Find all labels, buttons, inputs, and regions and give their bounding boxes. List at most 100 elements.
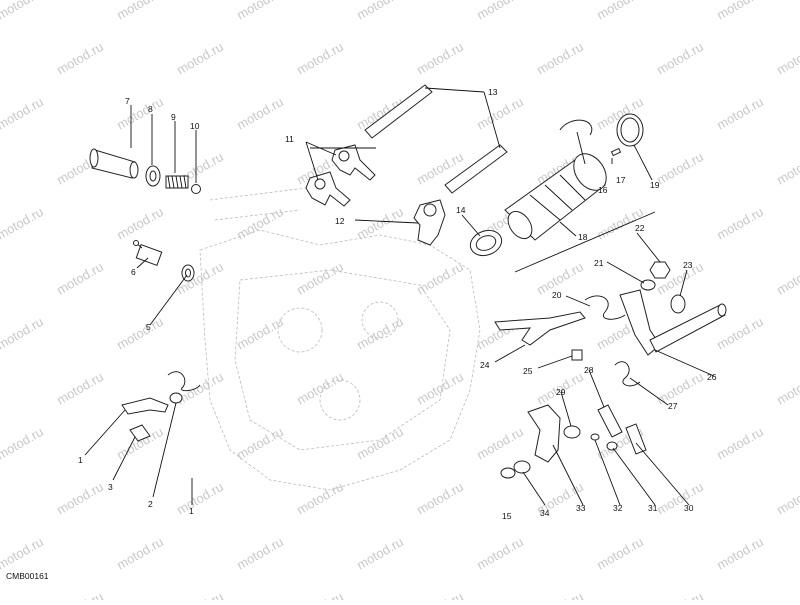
watermark-text: motod.ru bbox=[594, 0, 646, 23]
callout-2: 2 bbox=[148, 499, 153, 509]
leader-lines bbox=[84, 87, 715, 506]
watermark-text: motod.ru bbox=[774, 479, 800, 518]
watermark-text: motod.ru bbox=[774, 589, 800, 600]
callout-6: 6 bbox=[131, 267, 136, 277]
watermark-text: motod.ru bbox=[534, 589, 586, 600]
washer-23 bbox=[670, 294, 686, 314]
callout-8: 8 bbox=[148, 104, 153, 114]
watermark-text: motod.ru bbox=[714, 94, 766, 133]
callout-1b: 1 bbox=[189, 506, 194, 516]
callout-14: 14 bbox=[456, 205, 466, 215]
callout-32: 32 bbox=[613, 503, 623, 513]
watermark-text: motod.ru bbox=[234, 0, 286, 23]
watermark-text: motod.ru bbox=[474, 534, 526, 573]
fork-rods-13 bbox=[364, 84, 508, 194]
nut-22 bbox=[649, 261, 671, 279]
watermark-text: motod.ru bbox=[654, 369, 706, 408]
watermark-text: motod.ru bbox=[594, 534, 646, 573]
washer-29 bbox=[563, 425, 581, 439]
watermark-text: motod.ru bbox=[474, 424, 526, 463]
ring-19-inner bbox=[620, 117, 640, 143]
watermark-text: motod.ru bbox=[714, 0, 766, 23]
watermark-text: motod.ru bbox=[474, 94, 526, 133]
callout-29: 29 bbox=[556, 387, 566, 397]
watermark-text: motod.ru bbox=[294, 39, 346, 78]
pawl-24 bbox=[494, 311, 586, 346]
washer-21 bbox=[640, 279, 656, 291]
callout-9: 9 bbox=[171, 112, 176, 122]
circlip-16 bbox=[559, 119, 593, 136]
callout-34: 34 bbox=[540, 508, 550, 518]
watermark-text: motod.ru bbox=[234, 534, 286, 573]
callout-26: 26 bbox=[707, 372, 717, 382]
callout-22: 22 bbox=[635, 223, 645, 233]
watermark-text: motod.ru bbox=[474, 0, 526, 23]
callout-7: 7 bbox=[125, 96, 130, 106]
watermark-text: motod.ru bbox=[0, 534, 46, 573]
watermark-text: motod.ru bbox=[174, 479, 226, 518]
watermark-text: motod.ru bbox=[774, 149, 800, 188]
watermark-text: motod.ru bbox=[174, 39, 226, 78]
ring-14-inner bbox=[475, 235, 497, 251]
callout-5: 5 bbox=[146, 322, 151, 332]
pivot-sleeve-7 bbox=[89, 148, 139, 179]
callout-17: 17 bbox=[616, 175, 626, 185]
callout-13: 13 bbox=[488, 87, 498, 97]
callout-labels: 7 8 9 10 11 12 13 14 15 16 17 18 19 20 2… bbox=[78, 87, 717, 521]
watermark-text: motod.ru bbox=[414, 39, 466, 78]
watermark-text: motod.ru bbox=[114, 534, 166, 573]
washer-31 bbox=[606, 441, 618, 451]
watermark-text: motod.ru bbox=[714, 424, 766, 463]
watermark-text: motod.ru bbox=[0, 424, 46, 463]
watermark-text: motod.ru bbox=[774, 259, 800, 298]
watermark-text: motod.ru bbox=[114, 94, 166, 133]
watermark-text: motod.ru bbox=[54, 259, 106, 298]
watermark-text: motod.ru bbox=[54, 39, 106, 78]
lever-1 bbox=[121, 397, 169, 415]
callout-16: 16 bbox=[598, 185, 608, 195]
screw-30 bbox=[625, 423, 647, 455]
callout-33: 33 bbox=[576, 503, 586, 513]
watermark-text: motod.ru bbox=[654, 149, 706, 188]
watermark-text: motod.ru bbox=[234, 204, 286, 243]
watermark-text: motod.ru bbox=[234, 94, 286, 133]
spring-27 bbox=[614, 361, 641, 387]
watermark-text: motod.ru bbox=[474, 314, 526, 353]
watermark-text: motod.ru bbox=[294, 589, 346, 600]
watermark-text: motod.ru bbox=[534, 39, 586, 78]
callout-12: 12 bbox=[335, 216, 345, 226]
watermark-text: motod.ru bbox=[114, 0, 166, 23]
shift-drum-18 bbox=[504, 153, 607, 241]
roller-25 bbox=[571, 349, 583, 361]
callout-11: 11 bbox=[285, 134, 294, 144]
watermark-text: motod.ru bbox=[774, 369, 800, 408]
washer-15 bbox=[500, 467, 516, 479]
watermark-text: motod.ru bbox=[54, 369, 106, 408]
watermark-text: motod.ru bbox=[174, 589, 226, 600]
watermark-text: motod.ru bbox=[114, 314, 166, 353]
watermark-text: motod.ru bbox=[654, 39, 706, 78]
watermark-text: motod.ru bbox=[0, 314, 46, 353]
watermark-text: motod.ru bbox=[114, 204, 166, 243]
drum-axis-line bbox=[514, 211, 656, 273]
watermark-text: motod.ru bbox=[414, 589, 466, 600]
callout-25: 25 bbox=[523, 366, 533, 376]
watermark-text: motod.ru bbox=[354, 0, 406, 23]
watermark-text: motod.ru bbox=[54, 479, 106, 518]
spring-9 bbox=[165, 175, 189, 189]
callout-27: 27 bbox=[668, 401, 678, 411]
watermark-text: motod.ru bbox=[354, 204, 406, 243]
watermark-text: motod.ru bbox=[774, 39, 800, 78]
ball-10 bbox=[191, 184, 201, 194]
watermark-text: motod.ru bbox=[174, 259, 226, 298]
watermark-text: motod.ru bbox=[654, 479, 706, 518]
callout-30: 30 bbox=[684, 503, 694, 513]
watermark-text: motod.ru bbox=[54, 589, 106, 600]
watermark-text: motod.ru bbox=[294, 479, 346, 518]
callout-20: 20 bbox=[552, 290, 562, 300]
watermark-text: motod.ru bbox=[714, 314, 766, 353]
watermark-text: motod.ru bbox=[354, 424, 406, 463]
spring-20 bbox=[584, 295, 626, 320]
callout-1a: 1 bbox=[78, 455, 83, 465]
